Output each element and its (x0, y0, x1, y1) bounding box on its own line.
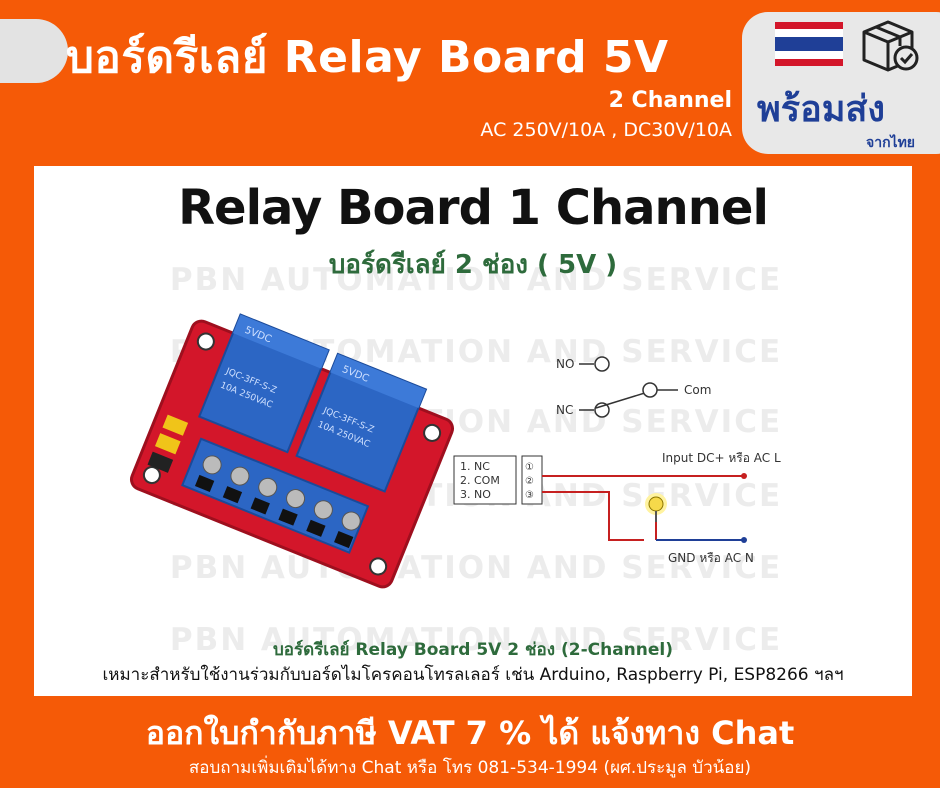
page-title: บอร์ดรีเลย์ Relay Board 5V (66, 32, 669, 83)
terminal-opening (194, 474, 215, 492)
pin-label-nc: 1. NC (460, 460, 490, 473)
panel-subtitle: บอร์ดรีเลย์ 2 ช่อง ( 5V ) (328, 250, 618, 280)
gnd-label: GND หรือ AC N (668, 551, 754, 565)
terminal-screw (286, 489, 306, 509)
contact-text: สอบถามเพิ่มเติมได้ทาง Chat หรือ โทร 081-… (188, 758, 752, 778)
header-left-tab (0, 19, 68, 83)
vat-invoice-text: ออกใบกำกับภาษี VAT 7 % ได้ แจ้งทาง Chat (145, 714, 795, 752)
terminal-number: ② (525, 476, 534, 487)
ready-to-ship-text: พร้อมส่ง (757, 89, 885, 130)
jumper (147, 451, 174, 473)
load-wire (542, 491, 644, 541)
terminal-opening (306, 519, 326, 537)
watermark-text: PBN AUTOMATION AND SERVICE (169, 550, 783, 586)
contact-rating: AC 250V/10A , DC30V/10A (480, 119, 732, 141)
terminal-opening (334, 531, 354, 549)
pin-label-com: 2. COM (460, 474, 500, 487)
terminal-screw (230, 466, 250, 486)
wiring-diagram: NO NC Com 1. NC 2. COM 3. NO ① ② ③ Input… (453, 356, 781, 565)
terminal-screw (202, 455, 222, 475)
terminal-screw (313, 500, 333, 520)
product-panel: PBN AUTOMATION AND SERVICE PBN AUTOMATIO… (34, 166, 912, 696)
pin-label-no: 3. NO (460, 488, 491, 501)
package-check-icon (862, 20, 919, 72)
nc-label: NC (556, 403, 573, 417)
input-label: Input DC+ หรือ AC L (662, 451, 781, 465)
panel-title: Relay Board 1 Channel (178, 180, 769, 236)
relay-board-illustration: 5VDC JQC-3FF-S-Z 10A 250VAC 5VDC JQC-3FF… (129, 313, 455, 589)
terminal-opening (278, 508, 298, 526)
caption-title: บอร์ดรีเลย์ Relay Board 5V 2 ช่อง (2-Cha… (272, 640, 674, 660)
mounting-hole (196, 332, 215, 351)
com-label: Com (684, 383, 711, 397)
pin-legend-box (453, 455, 517, 505)
terminal-number: ③ (525, 490, 534, 501)
watermark-text: PBN AUTOMATION AND SERVICE (169, 262, 783, 298)
mounting-hole (369, 557, 388, 576)
terminal-number: ① (525, 462, 534, 473)
lamp-bulb (648, 496, 664, 512)
screw-terminal (181, 437, 370, 554)
wire-terminal (741, 473, 747, 479)
switch-arm (595, 391, 649, 409)
mounting-hole (423, 423, 442, 442)
jumper (154, 433, 181, 455)
channel-count: 2 Channel (608, 88, 732, 113)
watermark-text: PBN AUTOMATION AND SERVICE (169, 622, 783, 658)
thailand-flag-icon (775, 22, 843, 66)
com-contact-terminal (642, 382, 658, 398)
no-label: NO (556, 357, 574, 371)
caption-text: เหมาะสำหรับใช้งานร่วมกับบอร์ดไมโครคอนโทร… (102, 665, 844, 685)
terminal-screw (341, 511, 361, 531)
wire-terminal (741, 537, 747, 543)
terminal-opening (222, 486, 243, 504)
no-contact-terminal (594, 356, 610, 372)
ships-from-thailand-text: จากไทย (866, 135, 916, 151)
jumper (162, 414, 189, 436)
terminal-block (521, 455, 543, 505)
terminal-screw (258, 477, 278, 497)
terminal-opening (250, 497, 270, 515)
